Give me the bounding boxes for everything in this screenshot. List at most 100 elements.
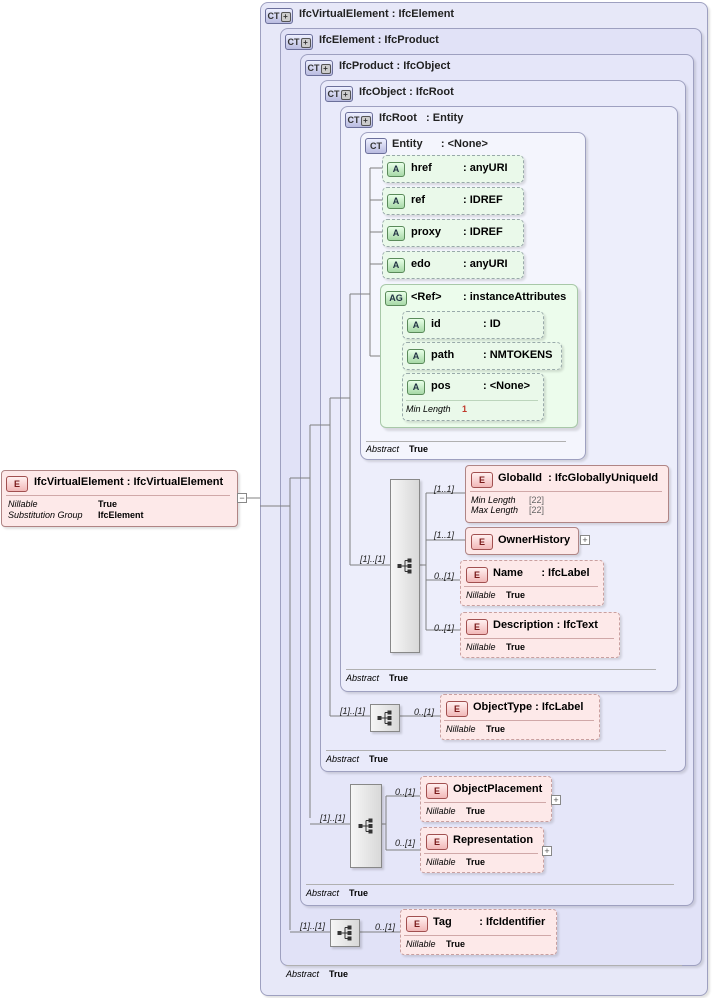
ct-title: IfcRoot : Entity	[379, 112, 464, 124]
ct-title: Entity : <None>	[392, 138, 488, 150]
sequence-cardinality: [1]..[1]	[360, 554, 386, 564]
element-title: OwnerHistory	[498, 534, 571, 546]
attribute-type: : <None>	[483, 380, 531, 392]
attribute-type: : NMTOKENS	[483, 349, 553, 361]
element-title: GlobalId : IfcGloballyUniqueId	[498, 472, 659, 484]
attribute-group-name: <Ref>	[411, 291, 442, 303]
attribute-path[interactable]: A path : NMTOKENS	[402, 342, 562, 370]
attribute-badge-icon: A	[407, 380, 425, 395]
expand-toggle[interactable]: +	[551, 795, 561, 805]
root-element-ifcvirtualelement[interactable]: E IfcVirtualElement : IfcVirtualElement …	[1, 470, 238, 527]
attribute-name: pos	[431, 380, 451, 392]
attribute-group-type: : instanceAttributes	[463, 291, 567, 303]
expand-toggle[interactable]: +	[542, 846, 552, 856]
sequence-icon	[377, 710, 392, 726]
ct-title: IfcVirtualElement : IfcElement	[299, 8, 455, 20]
sequence-cardinality: [1]..[1]	[320, 813, 346, 823]
separator	[424, 802, 546, 803]
attribute-name: path	[431, 349, 455, 361]
attribute-name: ref	[411, 194, 426, 206]
separator	[306, 884, 674, 885]
attribute-edo[interactable]: A edo : anyURI	[382, 251, 524, 279]
element-badge-icon: E	[426, 834, 448, 850]
sequence-compositor-ifcproduct[interactable]	[350, 784, 382, 868]
separator	[424, 853, 538, 854]
prop-max-length: Max Length[22]	[471, 505, 545, 515]
sequence-cardinality: [1]..[1]	[300, 921, 326, 931]
cardinality-representation: 0..[1]	[395, 838, 416, 848]
separator	[286, 965, 682, 966]
sequence-compositor-ifcroot[interactable]	[390, 479, 420, 653]
attribute-proxy[interactable]: A proxy : IDREF	[382, 219, 524, 247]
cardinality-tag: 0..[1]	[375, 922, 396, 932]
separator	[366, 441, 566, 442]
element-title: IfcVirtualElement : IfcVirtualElement	[34, 476, 224, 488]
expand-toggle[interactable]: +	[580, 535, 590, 545]
sequence-icon	[358, 818, 373, 834]
element-title: Representation	[453, 834, 534, 846]
attribute-href[interactable]: A href : anyURI	[382, 155, 524, 183]
separator	[406, 400, 538, 401]
ct-badge-icon: CT+	[325, 86, 353, 102]
element-title: ObjectType : IfcLabel	[473, 701, 584, 713]
sequence-compositor-ifcelement[interactable]	[330, 919, 360, 947]
attribute-name: edo	[411, 258, 431, 270]
attribute-name: id	[431, 318, 441, 330]
ct-title: IfcObject : IfcRoot	[359, 86, 454, 98]
cardinality-objectplacement: 0..[1]	[395, 787, 416, 797]
attribute-type: : IDREF	[463, 226, 503, 238]
attribute-id[interactable]: A id : ID	[402, 311, 544, 339]
element-badge-icon: E	[466, 567, 488, 583]
separator	[326, 750, 666, 751]
element-badge-icon: E	[446, 701, 468, 717]
sequence-cardinality: [1]..[1]	[340, 706, 366, 716]
ct-badge-icon: CT+	[285, 34, 313, 50]
attribute-badge-icon: A	[387, 226, 405, 241]
separator	[470, 491, 662, 492]
attribute-type: : anyURI	[463, 162, 508, 174]
attribute-badge-icon: A	[387, 258, 405, 273]
cardinality-globalid: [1..1]	[434, 484, 455, 494]
cardinality-ownerhistory: [1..1]	[434, 530, 455, 540]
separator	[464, 638, 614, 639]
attribute-badge-icon: A	[407, 349, 425, 364]
collapse-toggle[interactable]: −	[237, 493, 247, 503]
ct-badge-icon: CT+	[305, 60, 333, 76]
separator	[444, 720, 594, 721]
element-badge-icon: E	[471, 472, 493, 488]
separator	[404, 935, 551, 936]
attribute-ref[interactable]: A ref : IDREF	[382, 187, 524, 215]
element-ownerhistory[interactable]: E OwnerHistory	[465, 527, 579, 555]
attribute-name: href	[411, 162, 432, 174]
separator	[346, 669, 656, 670]
ct-badge-icon: CT+	[345, 112, 373, 128]
sequence-compositor-ifcobject[interactable]	[370, 704, 400, 732]
ct-badge-icon: CT	[365, 138, 387, 154]
attribute-badge-icon: A	[387, 162, 405, 177]
cardinality-name: 0..[1]	[434, 571, 455, 581]
sequence-icon	[337, 925, 352, 941]
sequence-icon	[397, 558, 412, 574]
element-globalid[interactable]: E GlobalId : IfcGloballyUniqueId Min Len…	[465, 465, 669, 523]
element-badge-icon: E	[406, 916, 428, 932]
element-badge-icon: E	[466, 619, 488, 635]
ct-title: IfcElement : IfcProduct	[319, 34, 439, 46]
